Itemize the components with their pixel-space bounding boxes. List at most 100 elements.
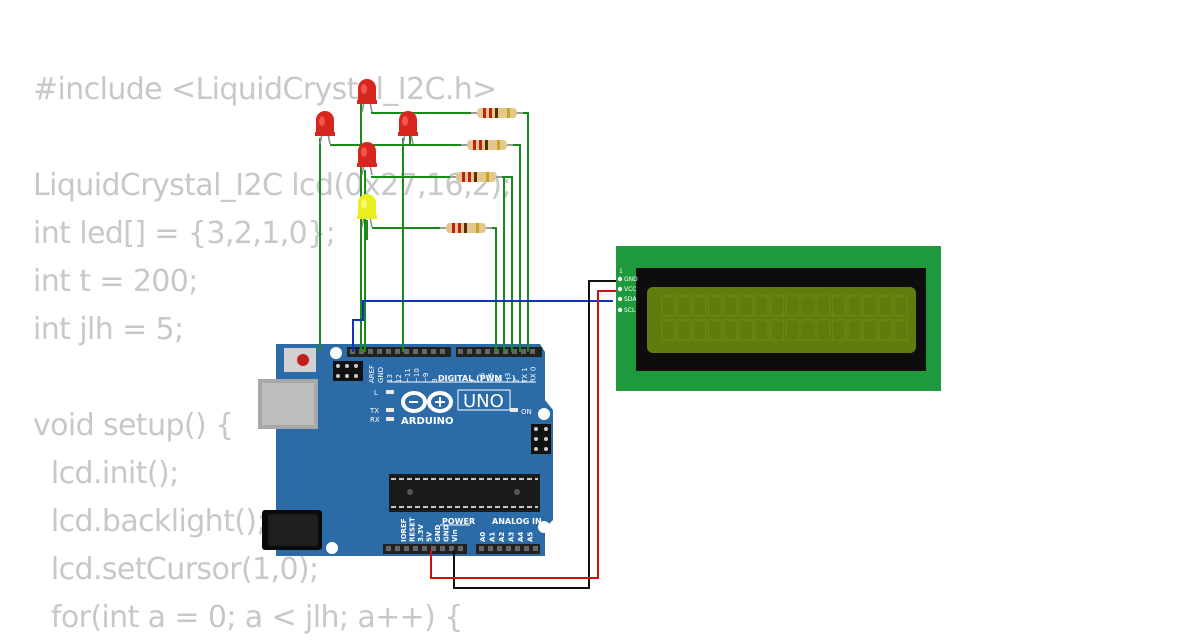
lcd-pin-vcc-dot bbox=[617, 286, 623, 292]
code-line-4: int led[] = {3,2,1,0}; bbox=[33, 216, 336, 251]
lcd-char-cell bbox=[661, 295, 676, 317]
header-pin[interactable] bbox=[422, 546, 427, 551]
header-pin[interactable] bbox=[413, 546, 418, 551]
lcd-char-cell bbox=[832, 295, 846, 317]
header-pin[interactable] bbox=[395, 349, 400, 354]
lcd-char-cell bbox=[832, 319, 846, 341]
chip-notch-left bbox=[407, 489, 413, 495]
code-line-8: void setup() { bbox=[33, 408, 234, 443]
header-pin[interactable] bbox=[458, 546, 463, 551]
led-red bbox=[315, 111, 335, 145]
lcd-char-cell bbox=[863, 319, 877, 341]
header-pin[interactable] bbox=[497, 546, 502, 551]
code-line-6: int jlh = 5; bbox=[33, 312, 184, 347]
header-pin[interactable] bbox=[440, 349, 445, 354]
header-pin[interactable] bbox=[440, 546, 445, 551]
lcd-pin-sda-label: SDA bbox=[624, 296, 637, 303]
digital-pin-label: ~6 bbox=[479, 372, 487, 383]
digital-pin-label: ~10 bbox=[413, 368, 421, 383]
led-on bbox=[510, 408, 518, 412]
usb-connector-inner bbox=[262, 383, 314, 425]
lcd-char-cell bbox=[677, 319, 691, 341]
header-pin[interactable] bbox=[467, 349, 472, 354]
lcd-module[interactable]: 1 GND VCC SDA SCL bbox=[616, 246, 941, 391]
icsp-header-right bbox=[531, 424, 551, 454]
digital-pin-label: GND bbox=[377, 367, 385, 383]
power-pin-label: GND bbox=[434, 524, 442, 542]
header-pin[interactable] bbox=[530, 349, 535, 354]
lcd-char-cell bbox=[785, 295, 800, 317]
lcd-character-grid bbox=[661, 295, 908, 341]
code-line-1: #include <LiquidCrystal_I2C.h> bbox=[33, 72, 497, 107]
lcd-pin-scl-label: SCL bbox=[624, 307, 636, 314]
reset-button-cap bbox=[297, 354, 309, 366]
wire-vcc-red bbox=[430, 290, 616, 579]
lcd-char-cell bbox=[878, 319, 893, 341]
mounting-hole-right-top bbox=[538, 408, 550, 420]
resistor bbox=[450, 172, 502, 182]
lcd-char-cell bbox=[801, 319, 815, 341]
header-pin[interactable] bbox=[377, 349, 382, 354]
header-pin[interactable] bbox=[458, 349, 463, 354]
header-pin[interactable] bbox=[485, 349, 490, 354]
header-pin[interactable] bbox=[515, 546, 520, 551]
lcd-char-cell bbox=[785, 319, 800, 341]
lcd-char-cell bbox=[878, 295, 893, 317]
analog-in-label: ANALOG IN bbox=[492, 517, 542, 526]
wire-gnd-black bbox=[453, 280, 616, 589]
lcd-char-cell bbox=[770, 295, 784, 317]
digital-pin-label: 2 bbox=[513, 379, 521, 383]
digital-pin-label: 8 bbox=[431, 379, 439, 383]
lcd-char-cell bbox=[847, 319, 862, 341]
mounting-hole-bottom-left bbox=[326, 542, 338, 554]
header-pin[interactable] bbox=[386, 546, 391, 551]
wire-resistor1-pin0 bbox=[517, 112, 529, 352]
header-pin[interactable] bbox=[503, 349, 508, 354]
wire-sda-blue bbox=[352, 300, 613, 352]
lcd-pin-vcc-label: VCC bbox=[624, 286, 636, 293]
header-pin[interactable] bbox=[413, 349, 418, 354]
header-pin[interactable] bbox=[479, 546, 484, 551]
header-pin[interactable] bbox=[476, 349, 481, 354]
lcd-char-cell bbox=[723, 295, 738, 317]
power-pin-label: IOREF bbox=[400, 518, 408, 542]
digital-header-pins bbox=[350, 349, 535, 354]
code-line-5: int t = 200; bbox=[33, 264, 198, 299]
header-pin[interactable] bbox=[404, 349, 409, 354]
header-pin[interactable] bbox=[488, 546, 493, 551]
code-line-10: lcd.backlight(); bbox=[33, 504, 267, 539]
analog-pin-label: A4 bbox=[517, 532, 525, 542]
code-line-11: lcd.setCursor(1,0); bbox=[33, 552, 319, 587]
header-pin[interactable] bbox=[386, 349, 391, 354]
code-line-9: lcd.init(); bbox=[33, 456, 179, 491]
header-pin[interactable] bbox=[512, 349, 517, 354]
header-pin[interactable] bbox=[449, 546, 454, 551]
power-pin-label: GND bbox=[443, 524, 451, 542]
header-pin[interactable] bbox=[431, 546, 436, 551]
resistors bbox=[440, 108, 523, 233]
header-pin[interactable] bbox=[422, 349, 427, 354]
digital-pin-label: TX 1 bbox=[521, 367, 529, 384]
led-red bbox=[357, 79, 377, 113]
header-pin[interactable] bbox=[431, 349, 436, 354]
header-pin[interactable] bbox=[533, 546, 538, 551]
header-pin[interactable] bbox=[368, 349, 373, 354]
arduino-logo-icon bbox=[401, 391, 453, 413]
analog-pin-label: A0 bbox=[479, 532, 487, 542]
lcd-char-cell bbox=[661, 319, 676, 341]
analog-pin-label: A1 bbox=[489, 532, 497, 542]
header-pin[interactable] bbox=[521, 349, 526, 354]
header-pin[interactable] bbox=[524, 546, 529, 551]
lcd-char-cell bbox=[708, 319, 722, 341]
lcd-char-cell bbox=[754, 295, 769, 317]
leds bbox=[315, 79, 418, 228]
lcd-char-cell bbox=[723, 319, 738, 341]
header-pin[interactable] bbox=[506, 546, 511, 551]
analog-pin-label: A2 bbox=[498, 532, 506, 542]
icsp-header-top bbox=[333, 361, 363, 381]
header-pin[interactable] bbox=[395, 546, 400, 551]
header-pin[interactable] bbox=[404, 546, 409, 551]
